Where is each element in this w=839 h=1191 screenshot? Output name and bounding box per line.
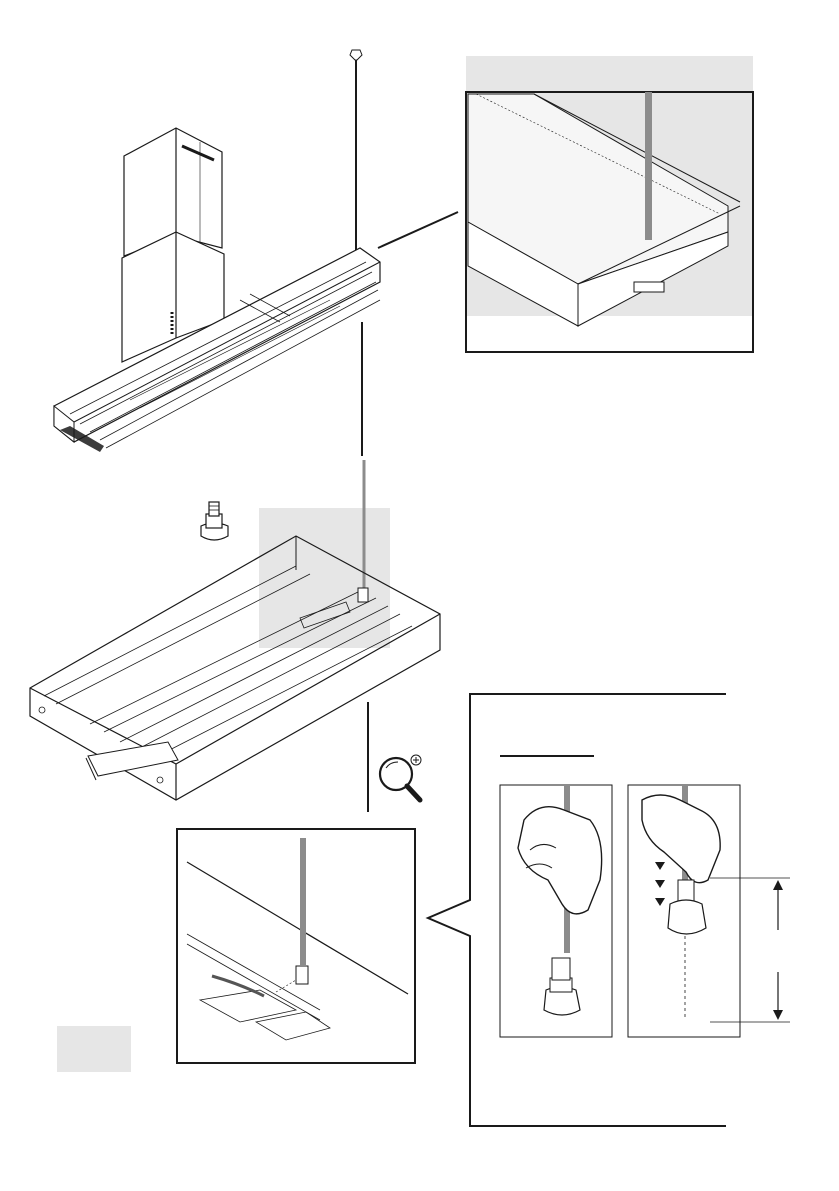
ceiling-fixing-icon <box>350 50 362 60</box>
grey-patch <box>57 1026 131 1072</box>
cable-steps <box>428 694 790 1126</box>
top-detail <box>466 56 753 352</box>
hood-assembly <box>54 50 458 456</box>
magnifier-plus-icon <box>380 755 421 800</box>
cable-detail <box>177 829 415 1063</box>
threaded-sleeve-icon <box>201 502 228 540</box>
inner-frame <box>30 460 440 812</box>
cable <box>645 92 652 240</box>
cable <box>300 838 306 966</box>
